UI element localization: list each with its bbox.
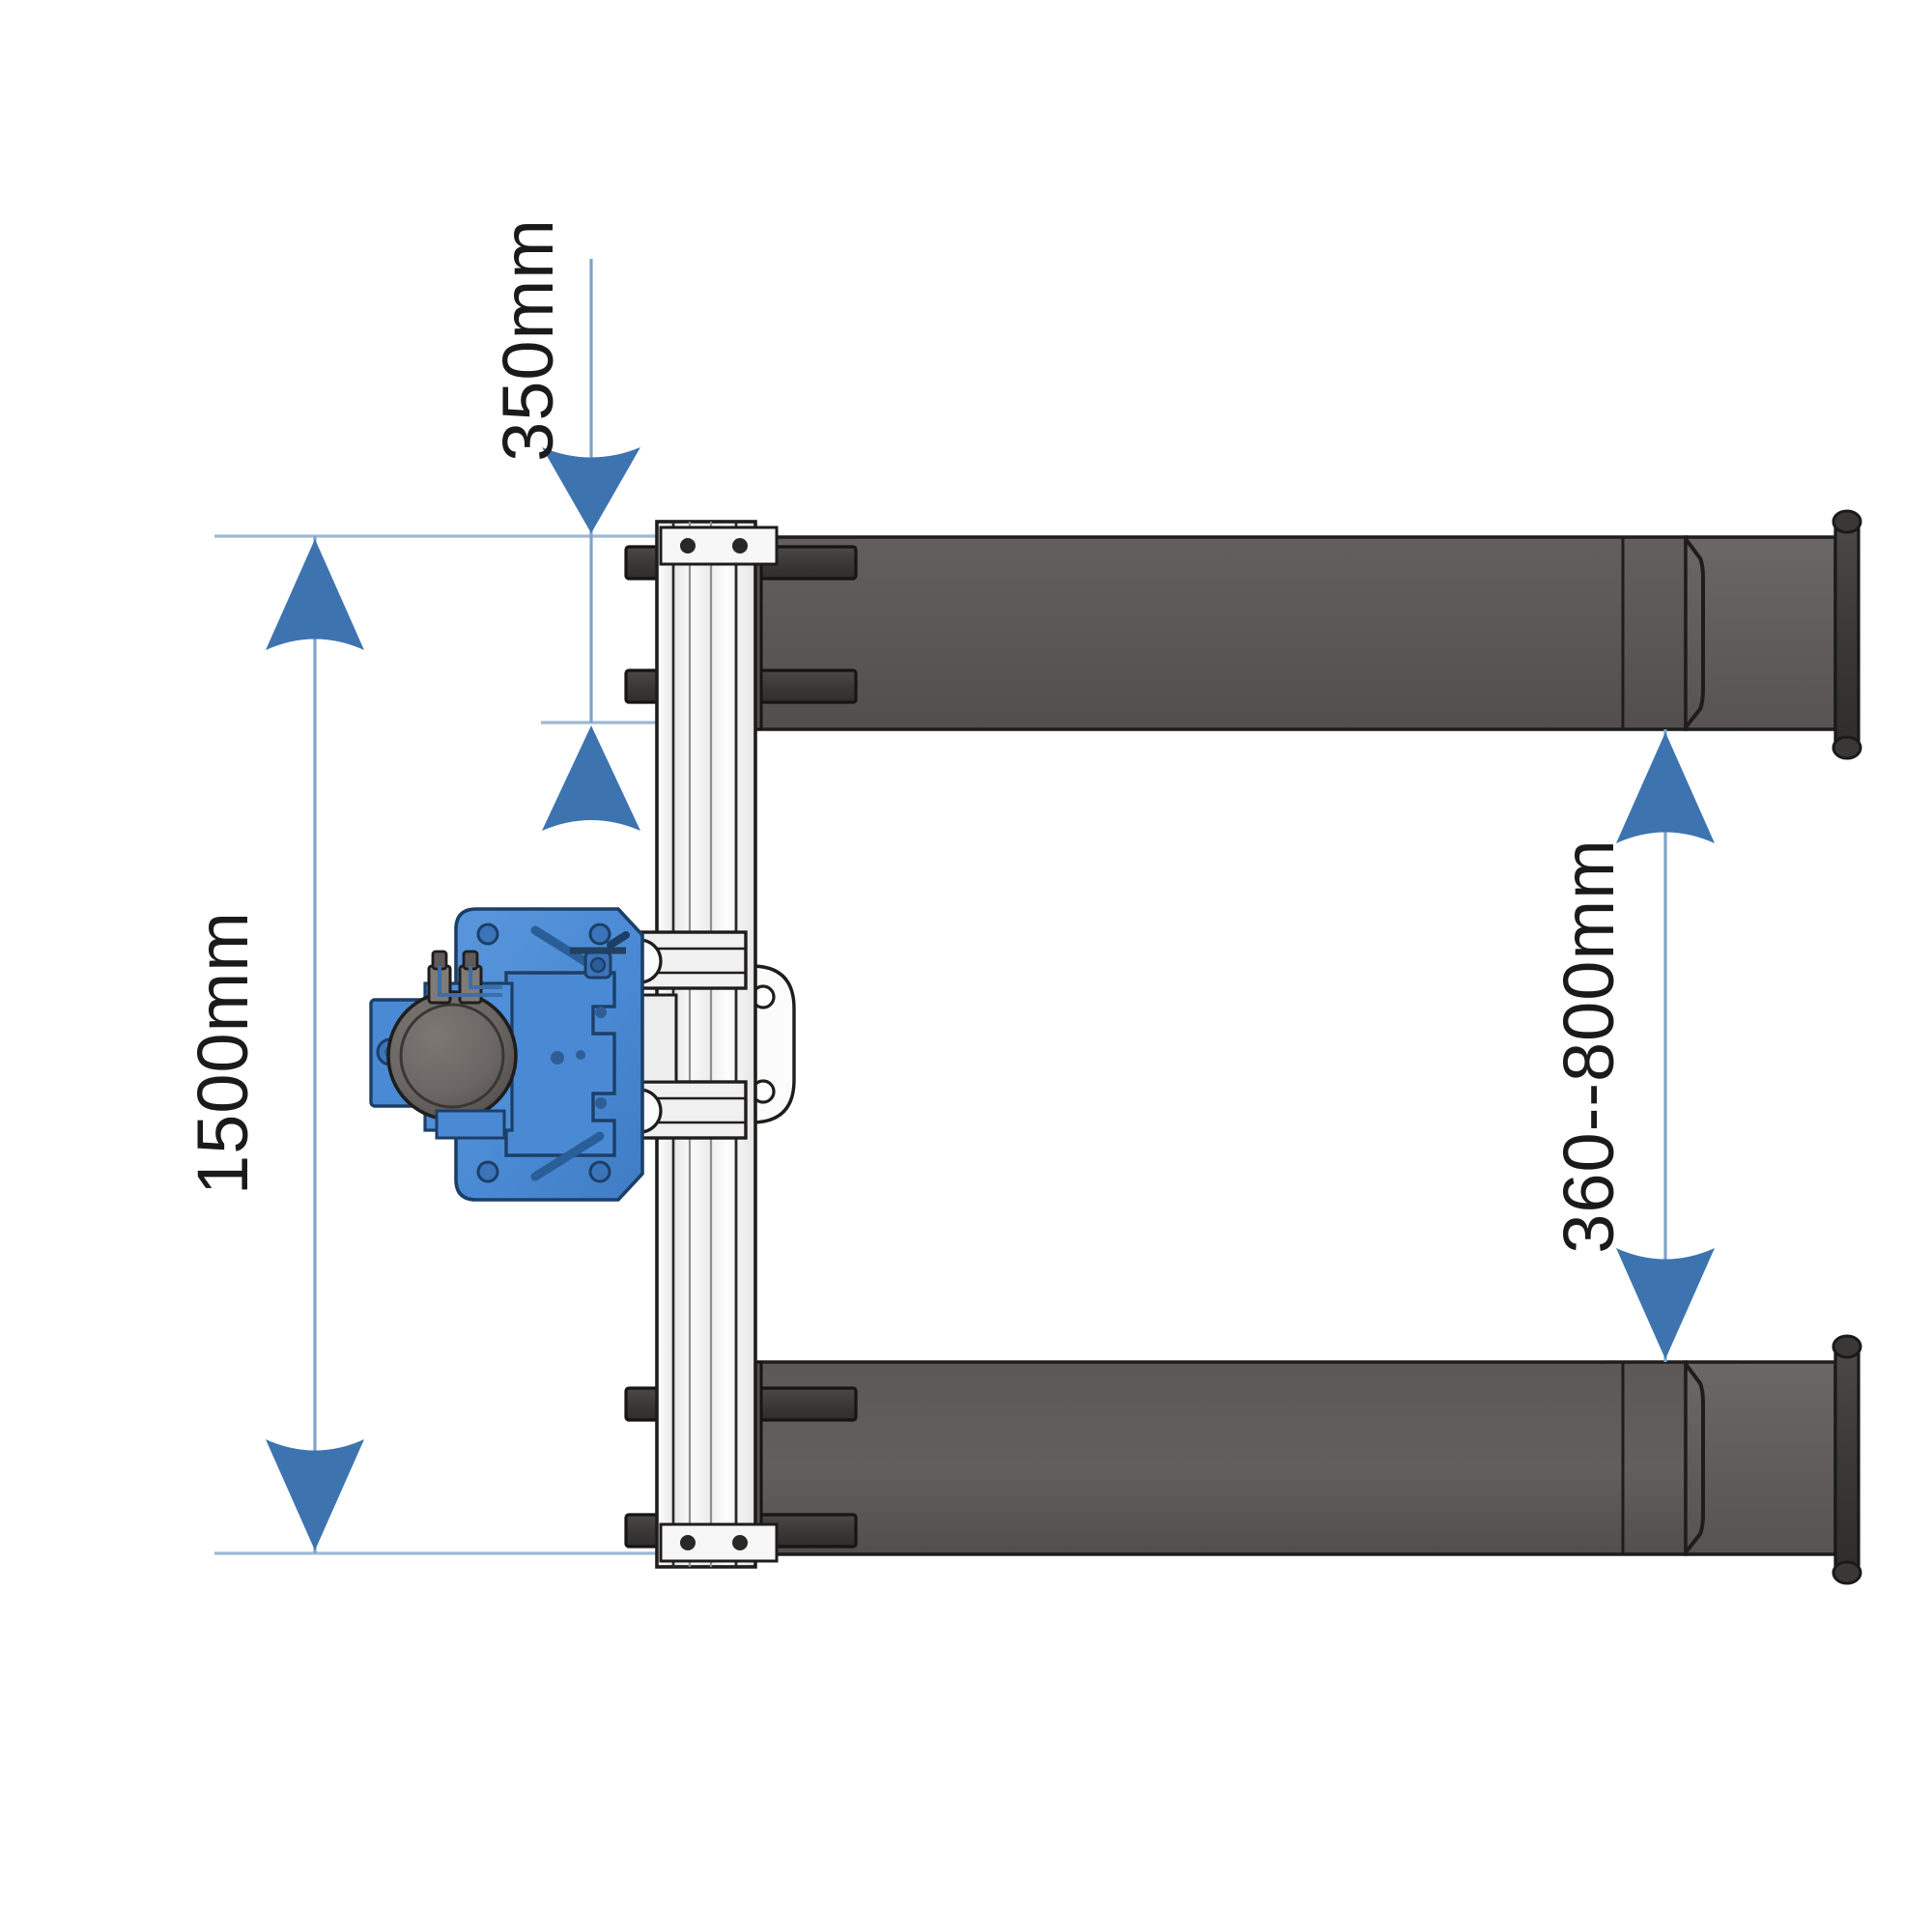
gearbox-hole-lower (595, 1097, 607, 1109)
mast-top-bolt-left (680, 538, 696, 554)
drive-head-bolt-tl (476, 923, 499, 946)
lever-arm-bottom (530, 1131, 605, 1181)
dim-1500-arrow-top (266, 539, 364, 650)
drive-head-gearbox (504, 971, 616, 1157)
upper-fork-tip (1684, 535, 1837, 731)
mast-top-cap (659, 526, 779, 566)
dim-350-arrow-down (542, 447, 640, 533)
dim-350-label: 350mm (488, 218, 568, 462)
lower-fork-tip (1684, 1360, 1837, 1556)
hose-left (438, 966, 502, 997)
drive-head (369, 907, 644, 1202)
motor-housing-outer (386, 990, 518, 1122)
lower-fork-end-cap-top (1832, 1334, 1862, 1359)
upper-fork-end-cap-top (1832, 509, 1862, 534)
gearbox-hole-small (576, 1050, 585, 1060)
dimension-350mm: 350mm (488, 218, 640, 831)
hose-right (469, 966, 502, 989)
upper-fork-end-bar (1833, 523, 1861, 747)
upper-fork-beam (752, 535, 1688, 731)
dim-gap-label: 360--800mm (1548, 838, 1629, 1254)
drive-head-bolt-tr (588, 923, 611, 946)
valve-knob (589, 956, 607, 974)
mast-bottom-cap (659, 1522, 779, 1563)
lower-fork-taper-fold (1684, 1362, 1705, 1554)
lower-fork-beam (752, 1360, 1688, 1556)
dim-350-arrow-up (542, 725, 640, 831)
upper-fork-taper-fold (1684, 537, 1705, 729)
dimension-360-800mm: 360--800mm (1548, 729, 1715, 1362)
lower-fork-end-bar (1833, 1348, 1861, 1572)
mast-bottom-bolt-right (732, 1535, 748, 1550)
dimension-1500mm: 1500mm (183, 536, 364, 1553)
dim-gap-arrow-top (1616, 732, 1715, 843)
drive-head-bolt-bl (476, 1160, 499, 1183)
upper-fork (624, 509, 1862, 760)
motor-foot (435, 1109, 506, 1140)
dim-1500-label: 1500mm (183, 911, 263, 1195)
drive-head-bolt-br (588, 1160, 611, 1183)
dim-1500-arrow-bottom (266, 1439, 364, 1550)
upper-fork-end-cap-bottom (1832, 735, 1862, 760)
gearbox-hole-upper (595, 1007, 607, 1018)
lower-fork-end-cap-bottom (1832, 1560, 1862, 1585)
valve-lever (607, 931, 630, 949)
motor-housing-inner (399, 1003, 505, 1109)
mast-bottom-bolt-left (680, 1535, 696, 1550)
dim-gap-arrow-bottom (1616, 1248, 1715, 1359)
lower-fork (624, 1334, 1862, 1585)
mast-top-bolt-right (732, 538, 748, 554)
gearbox-hole-center (551, 1051, 564, 1065)
